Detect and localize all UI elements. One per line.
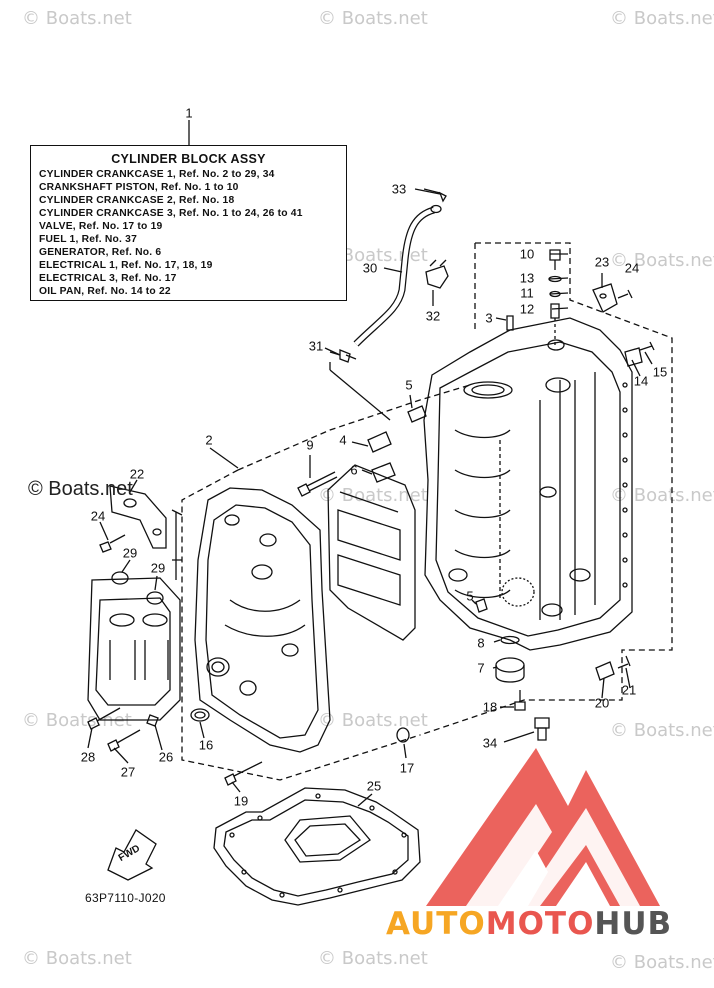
watermark: © Boats.net bbox=[22, 948, 132, 969]
callout-34[interactable]: 34 bbox=[482, 735, 498, 751]
callout-28[interactable]: 28 bbox=[80, 749, 96, 765]
callout-10[interactable]: 10 bbox=[519, 246, 535, 262]
legend-title: CYLINDER BLOCK ASSY bbox=[111, 152, 266, 166]
callout-18[interactable]: 18 bbox=[482, 699, 498, 715]
assembly-legend: CYLINDER BLOCK ASSY CYLINDER CRANKCASE 1… bbox=[30, 145, 347, 301]
watermark: © Boats.net bbox=[610, 485, 714, 506]
watermark: © Boats.net bbox=[318, 485, 428, 506]
callout-21[interactable]: 21 bbox=[621, 682, 637, 698]
watermark: © Boats.net bbox=[610, 250, 714, 271]
legend-line: CRANKSHAFT PISTON, Ref. No. 1 to 10 bbox=[39, 182, 239, 193]
callout-24b[interactable]: 24 bbox=[90, 508, 106, 524]
diagram-part-number: 63P7110-J020 bbox=[85, 891, 166, 905]
callout-4[interactable]: 4 bbox=[339, 432, 347, 448]
callout-33[interactable]: 33 bbox=[391, 181, 407, 197]
watermark: © Boats.net bbox=[22, 710, 132, 731]
callout-29a[interactable]: 29 bbox=[122, 545, 138, 561]
callout-11[interactable]: 11 bbox=[520, 285, 534, 301]
callout-31[interactable]: 31 bbox=[308, 338, 324, 354]
legend-line: FUEL 1, Ref. No. 37 bbox=[39, 234, 138, 245]
callout-24[interactable]: 24 bbox=[624, 260, 640, 276]
watermark: © Boats.net bbox=[22, 8, 132, 29]
watermark: © Boats.net bbox=[318, 8, 428, 29]
legend-line: VALVE, Ref. No. 17 to 19 bbox=[39, 221, 163, 232]
logo-hub: HUB bbox=[594, 906, 673, 942]
legend-line: CYLINDER CRANKCASE 2, Ref. No. 18 bbox=[39, 195, 235, 206]
callout-22[interactable]: 22 bbox=[129, 466, 145, 482]
callout-30[interactable]: 30 bbox=[362, 260, 378, 276]
legend-line: CYLINDER CRANKCASE 3, Ref. No. 1 to 24, … bbox=[39, 208, 303, 219]
legend-line: ELECTRICAL 3, Ref. No. 17 bbox=[39, 273, 177, 284]
callout-19[interactable]: 19 bbox=[233, 793, 249, 809]
callout-26[interactable]: 26 bbox=[158, 749, 174, 765]
watermark: © Boats.net bbox=[610, 8, 714, 29]
callout-29b[interactable]: 29 bbox=[150, 560, 166, 576]
callout-25[interactable]: 25 bbox=[366, 778, 382, 794]
watermark: © Boats.net bbox=[610, 720, 714, 741]
watermark: © Boats.net bbox=[610, 952, 714, 973]
callout-13[interactable]: 13 bbox=[519, 270, 535, 286]
callout-16[interactable]: 16 bbox=[198, 737, 214, 753]
callout-23[interactable]: 23 bbox=[594, 254, 610, 270]
callout-6[interactable]: 6 bbox=[350, 462, 358, 478]
callout-8[interactable]: 8 bbox=[477, 635, 485, 651]
callout-20[interactable]: 20 bbox=[594, 695, 610, 711]
logo-auto: AUTO bbox=[386, 906, 486, 942]
callout-3[interactable]: 3 bbox=[485, 310, 493, 326]
callout-14[interactable]: 14 bbox=[633, 373, 649, 389]
callout-9[interactable]: 9 bbox=[306, 437, 314, 453]
automotohub-logo: AUTOMOTOHUB bbox=[386, 906, 672, 942]
callout-15[interactable]: 15 bbox=[652, 364, 668, 380]
callout-1[interactable]: 1 bbox=[185, 105, 193, 121]
legend-line: OIL PAN, Ref. No. 14 to 22 bbox=[39, 286, 171, 297]
callout-2[interactable]: 2 bbox=[205, 432, 213, 448]
legend-line: GENERATOR, Ref. No. 6 bbox=[39, 247, 162, 258]
callout-17[interactable]: 17 bbox=[399, 760, 415, 776]
watermark: © Boats.net bbox=[318, 710, 428, 731]
callout-5[interactable]: 5 bbox=[405, 377, 413, 393]
callout-12[interactable]: 12 bbox=[519, 301, 535, 317]
logo-moto: MOTO bbox=[485, 906, 595, 942]
callout-27[interactable]: 27 bbox=[120, 764, 136, 780]
callout-7[interactable]: 7 bbox=[477, 660, 485, 676]
watermark: © Boats.net bbox=[318, 948, 428, 969]
callout-5b[interactable]: 5 bbox=[466, 588, 474, 604]
legend-line: CYLINDER CRANKCASE 1, Ref. No. 2 to 29, … bbox=[39, 169, 275, 180]
boats-net-label: © Boats.net bbox=[28, 478, 133, 500]
legend-line: ELECTRICAL 1, Ref. No. 17, 18, 19 bbox=[39, 260, 213, 271]
callout-32[interactable]: 32 bbox=[425, 308, 441, 324]
